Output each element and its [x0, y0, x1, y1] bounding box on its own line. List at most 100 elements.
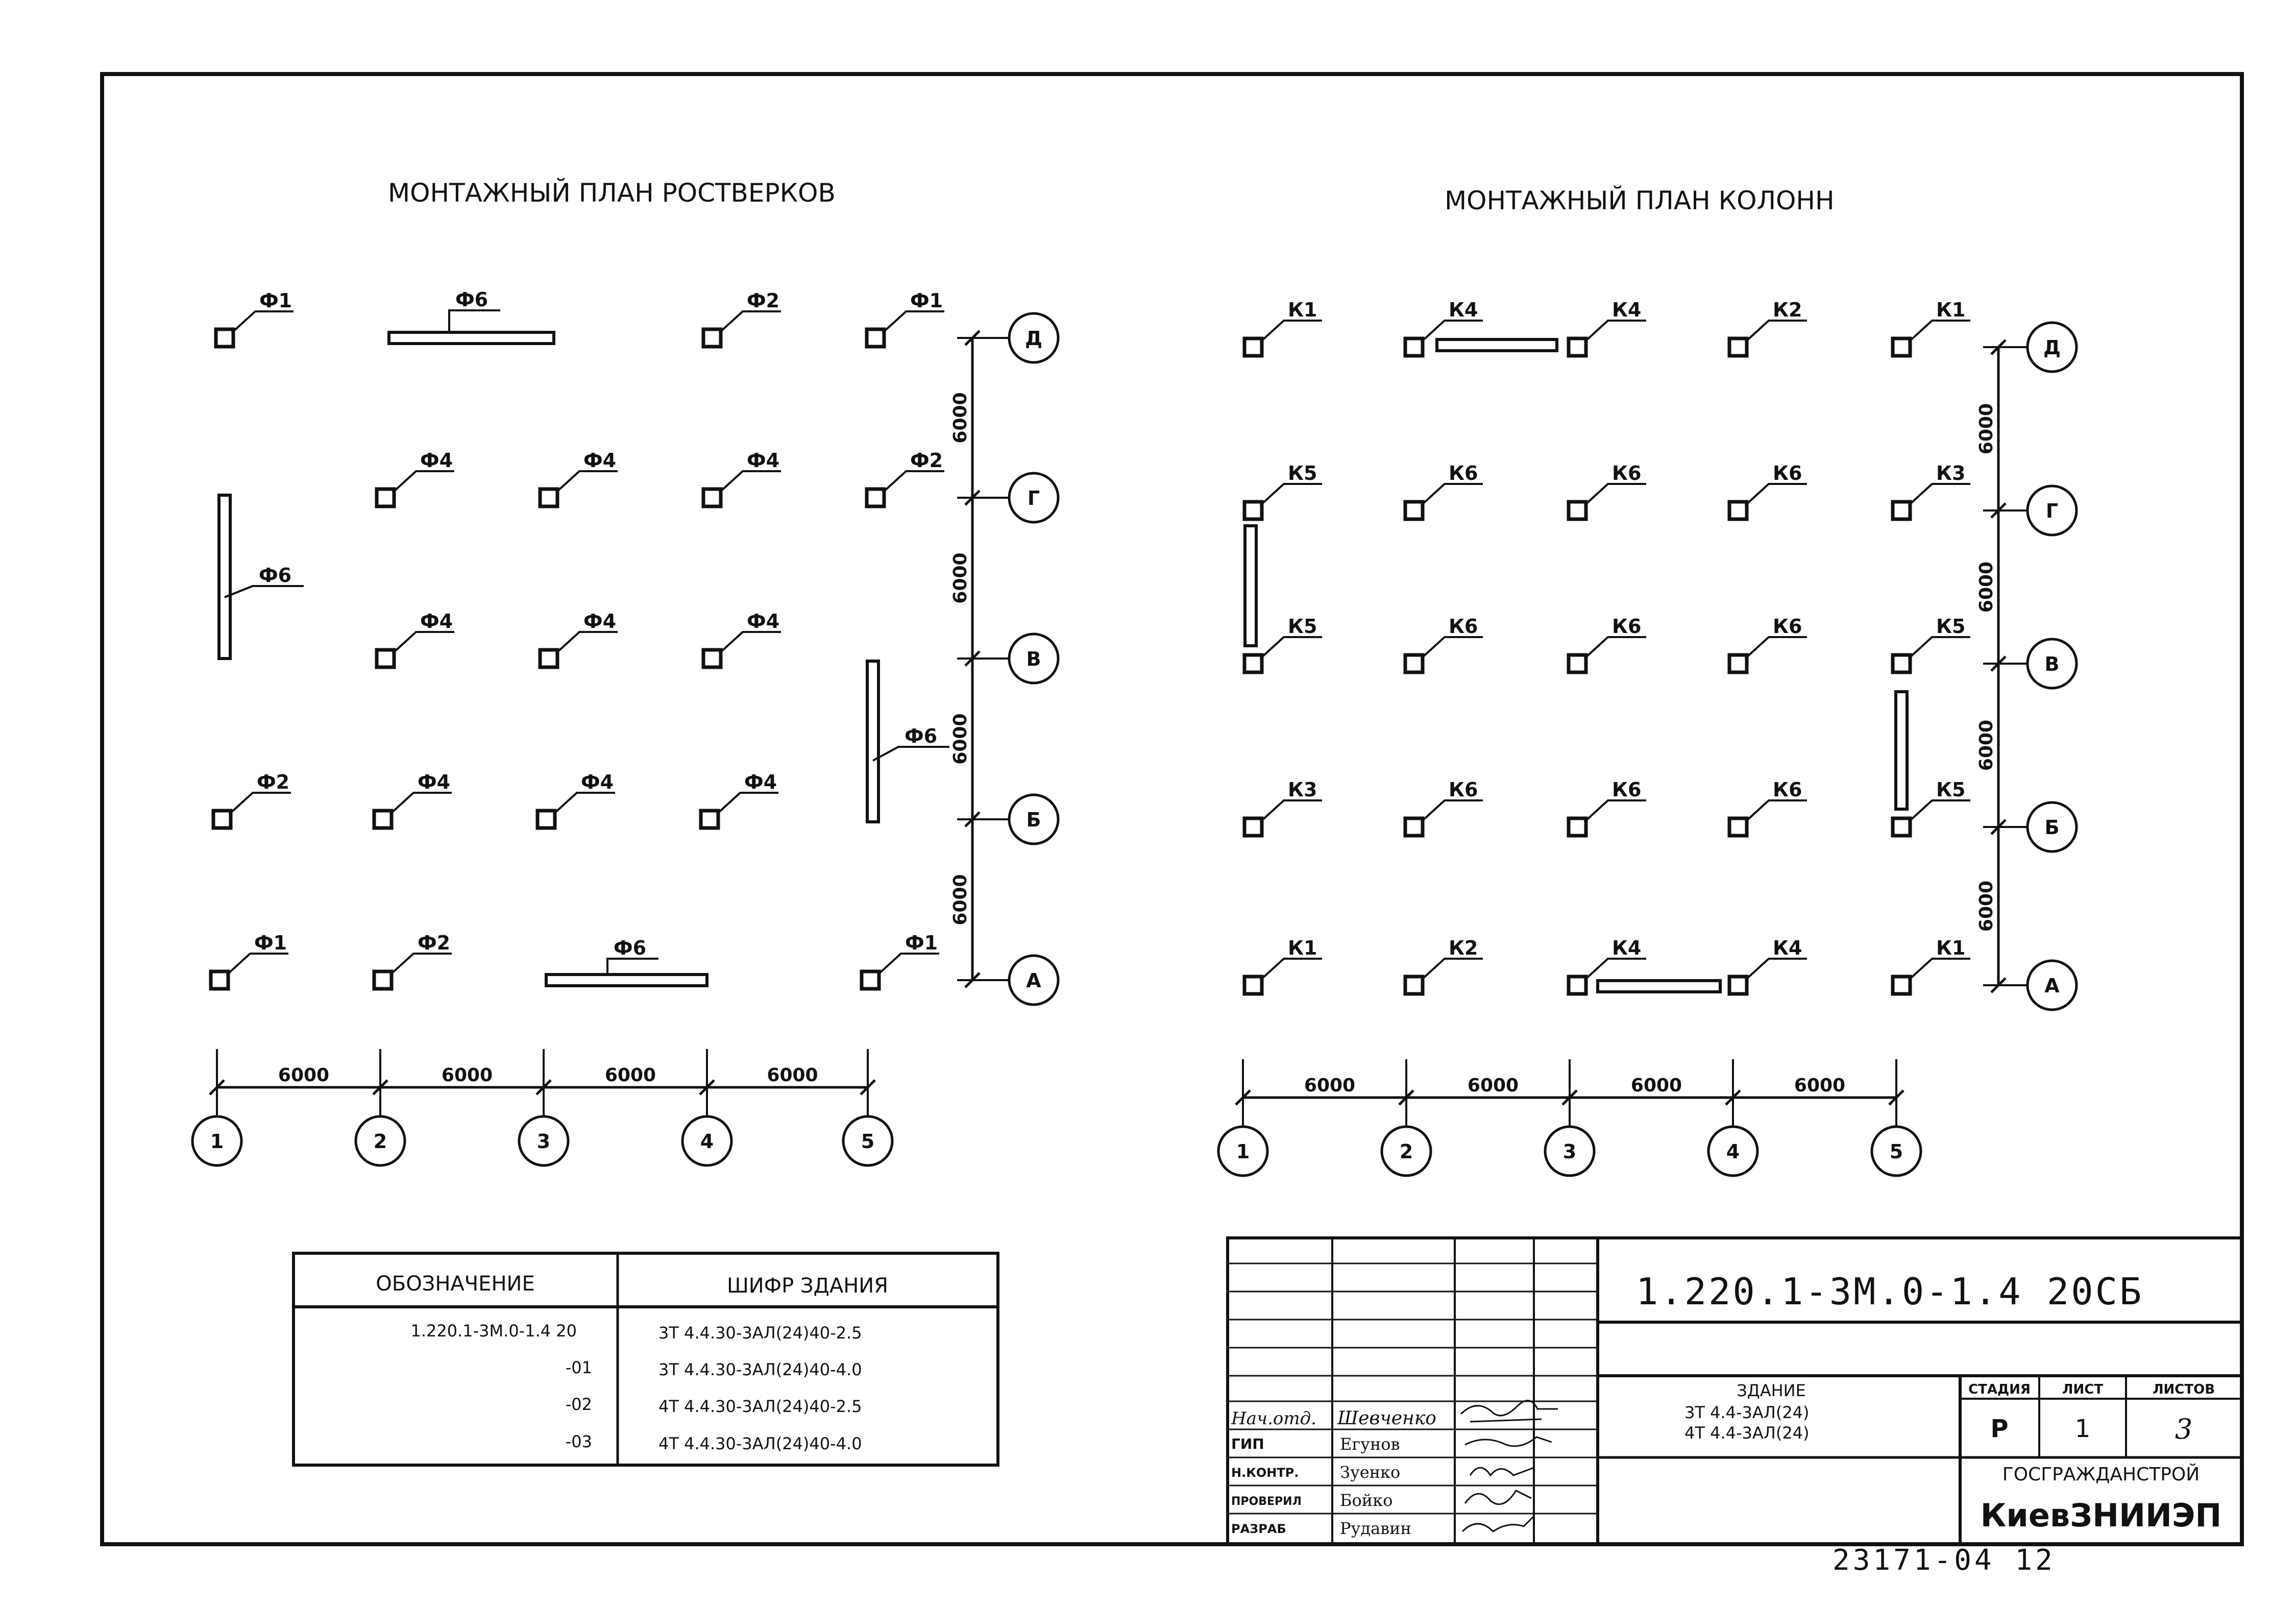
left-beam-1-mark: Ф6 — [455, 288, 488, 311]
right-row-tick-3 — [1990, 655, 2007, 672]
role-1: Нач.отд. — [1231, 1408, 1316, 1429]
left-row-dim-1: 6000 — [950, 392, 971, 443]
right-r2c3-node — [1567, 500, 1588, 521]
left-r5c2-node — [372, 969, 394, 991]
left-axis-col-5-label: 5 — [861, 1130, 874, 1153]
right-row-dim-4: 6000 — [1976, 881, 1997, 932]
right-row-dim-2: 6000 — [1976, 562, 1997, 613]
archive-number: 23171-04 12 — [1833, 1544, 2056, 1577]
left-axis-row-4-label: Б — [1027, 809, 1041, 831]
spec-row-1-designation: 1.220.1-3М.0-1.4 20 — [410, 1321, 577, 1341]
left-r4c1-mark: Ф2 — [257, 771, 289, 793]
stage-value: Р — [1990, 1415, 2008, 1443]
right-r4c4-leader — [1744, 799, 1807, 823]
right-row-dim-3: 6000 — [1976, 720, 1997, 771]
left-axis-col-4-label: 4 — [700, 1130, 714, 1153]
left-r4c4-node — [699, 809, 720, 830]
right-axis-col-3-label: 3 — [1563, 1140, 1576, 1163]
right-r2c1-leader — [1259, 483, 1322, 506]
right-r3c4-leader — [1744, 636, 1807, 660]
left-r1c4-mark: Ф1 — [910, 289, 943, 312]
right-r1c4-mark: К2 — [1773, 299, 1802, 321]
spec-header-building-code: ШИФР ЗДАНИЯ — [727, 1274, 888, 1298]
left-axis-col-5-circle — [842, 1115, 894, 1167]
left-row-tick-1 — [964, 330, 981, 346]
left-r3c2-leader — [392, 631, 454, 654]
right-axis-row-4-circle — [2026, 801, 2078, 853]
right-r3c5-node — [1891, 653, 1912, 674]
org-line-2: КиевЗНИИЭП — [1981, 1497, 2222, 1534]
left-col-tick-1 — [209, 1079, 225, 1095]
right-r3c4-mark: К6 — [1773, 615, 1802, 638]
right-r4c2-leader — [1420, 799, 1483, 823]
right-r1c4-leader — [1744, 320, 1807, 343]
right-row-tick-4 — [1990, 819, 2007, 835]
right-r1c2-node — [1403, 336, 1425, 358]
left-axis-row-3-circle — [1008, 632, 1060, 685]
left-r2c3-mark: Ф4 — [583, 449, 616, 472]
left-axis-row-3-label: В — [1027, 648, 1041, 670]
left-r4c2-node — [372, 809, 394, 830]
left-axis-row-5-label: А — [1026, 969, 1041, 992]
left-beam-4 — [545, 973, 709, 987]
left-r1c4-leader — [882, 310, 944, 334]
right-r1c3-node — [1567, 336, 1588, 358]
right-axis-row-2-circle — [2026, 484, 2078, 537]
left-r3c4-leader — [718, 631, 781, 654]
left-r2c3-leader — [555, 470, 618, 494]
right-r5c5-leader — [1908, 958, 1970, 981]
left-col-tick-4 — [699, 1079, 715, 1095]
left-col-dim-2: 6000 — [442, 1065, 493, 1086]
right-col-dim-3: 6000 — [1631, 1075, 1682, 1096]
right-beam-1 — [1435, 338, 1558, 352]
right-r3c5-mark: К5 — [1936, 615, 1966, 638]
spec-row-2-designation: -01 — [566, 1358, 592, 1377]
right-beam-2 — [1243, 524, 1258, 647]
right-r2c1-node — [1242, 500, 1264, 521]
right-r2c5-mark: К3 — [1936, 462, 1966, 484]
left-axis-row-5-circle — [1008, 954, 1060, 1006]
right-r5c1-mark: К1 — [1288, 937, 1317, 959]
right-r4c3-leader — [1583, 799, 1646, 823]
name-2: Егунов — [1340, 1434, 1400, 1454]
left-r5c1-mark: Ф1 — [254, 932, 287, 954]
left-row-dim-4: 6000 — [950, 874, 971, 925]
name-3: Зуенко — [1340, 1463, 1400, 1482]
right-axis-col-2-label: 2 — [1400, 1140, 1413, 1163]
left-r1c3-mark: Ф2 — [747, 289, 779, 312]
right-r5c3-node — [1567, 975, 1588, 996]
right-col-dim-1: 6000 — [1304, 1075, 1355, 1096]
right-r2c5-leader — [1908, 483, 1970, 506]
left-beam-2-mark: Ф6 — [259, 564, 291, 587]
spec-row-1-code: 3Т 4.4.30-3АЛ(24)40-2.5 — [658, 1323, 862, 1343]
right-r3c3-node — [1567, 653, 1588, 674]
right-r4c3-mark: К6 — [1612, 778, 1642, 801]
right-axis-col-3-circle — [1544, 1125, 1596, 1177]
right-r3c1-leader — [1259, 636, 1322, 660]
right-axis-row-4-label: Б — [2045, 816, 2060, 839]
title-right: МОНТАЖНЫЙ ПЛАН КОЛОНН — [1445, 185, 1835, 215]
left-r2c2-leader — [392, 470, 454, 494]
left-axis-col-4-circle — [681, 1115, 733, 1167]
left-r2c3-node — [538, 487, 559, 508]
left-r4c1-node — [211, 809, 233, 830]
right-r3c1-mark: К5 — [1288, 615, 1317, 638]
right-r4c1-leader — [1259, 799, 1322, 823]
left-axis-row-2-label: Г — [1028, 487, 1040, 509]
right-r3c3-mark: К6 — [1612, 615, 1642, 638]
left-r4c2-leader — [389, 792, 452, 815]
left-axis-col-3-circle — [518, 1115, 570, 1167]
left-r5c5-leader — [876, 953, 939, 976]
left-r4c3-leader — [552, 792, 615, 815]
spec-row-4-designation: -03 — [566, 1432, 592, 1451]
left-r4c3-node — [535, 809, 557, 830]
right-r1c5-mark: К1 — [1936, 299, 1966, 321]
right-r3c5-leader — [1908, 636, 1970, 660]
left-beam-2-leader — [224, 585, 304, 598]
sheet-value: 1 — [2075, 1415, 2091, 1443]
right-r3c4-node — [1727, 653, 1749, 674]
right-row-dim-1: 6000 — [1976, 403, 1997, 454]
left-r2c5-leader — [882, 470, 944, 494]
right-row-tick-1 — [1990, 339, 2007, 355]
